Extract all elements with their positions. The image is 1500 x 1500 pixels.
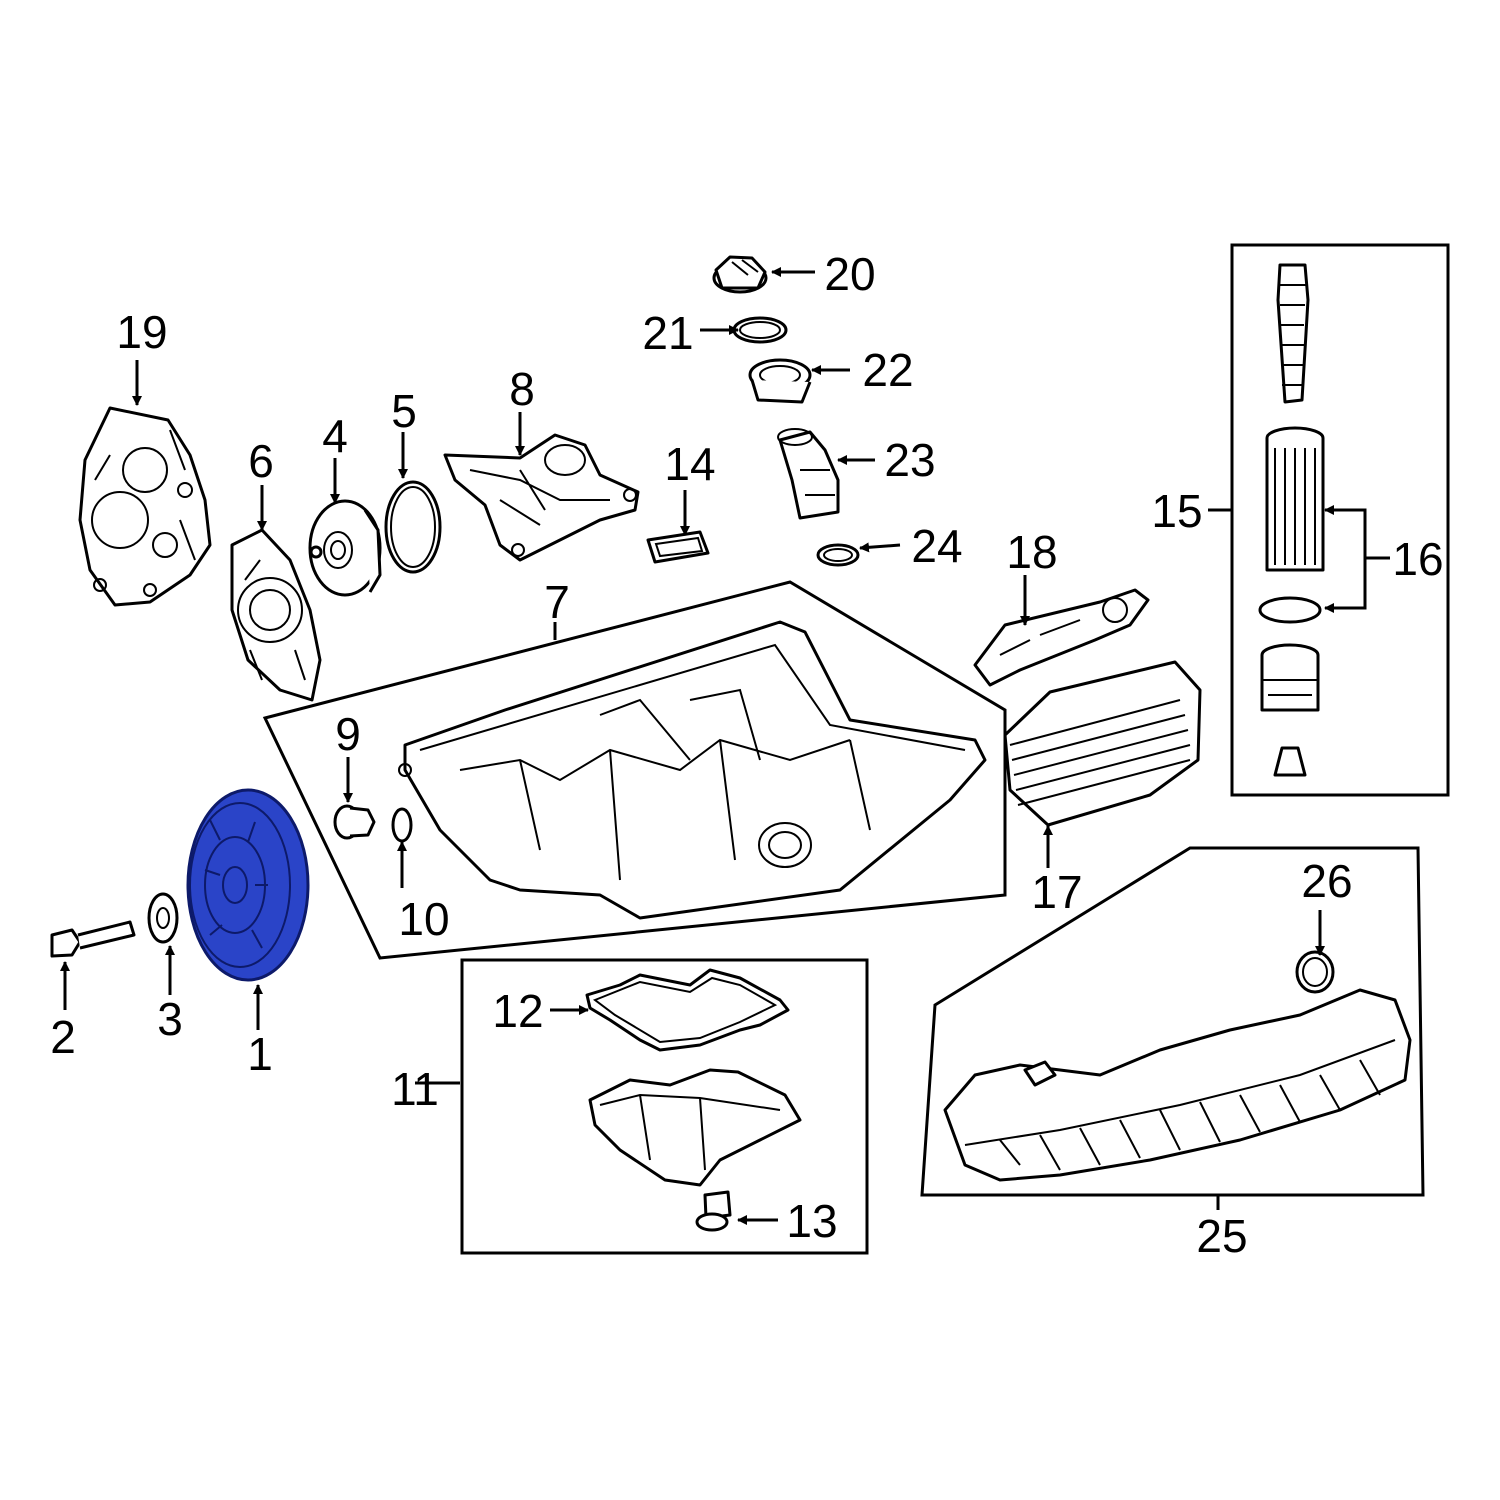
callout-2: 2 (50, 1011, 76, 1063)
callout-16: 16 (1392, 533, 1443, 585)
drain-plug-part[interactable] (333, 804, 376, 840)
callout-labels: 1 2 3 4 5 6 7 8 9 10 11 12 13 14 15 16 1… (50, 248, 1443, 1262)
callout-22: 22 (862, 344, 913, 396)
filter-housing-cap-part[interactable] (1260, 643, 1320, 712)
intake-manifold-part[interactable] (943, 988, 1412, 1182)
plug-washer-part[interactable] (391, 807, 413, 843)
callout-17: 17 (1031, 866, 1082, 918)
callout-11: 11 (391, 1063, 439, 1115)
seal-plate-part[interactable] (230, 528, 322, 702)
pump-cover-part[interactable] (308, 499, 382, 597)
callout-14: 14 (664, 438, 715, 490)
callout-7: 7 (544, 576, 570, 628)
callout-19: 19 (116, 306, 167, 358)
leader-lines (60, 267, 1390, 1225)
callout-6: 6 (248, 435, 274, 487)
intake-manifold-group-box (920, 846, 1425, 1197)
callout-21: 21 (642, 307, 693, 359)
oil-filter-group-box (1230, 243, 1450, 797)
callout-26: 26 (1301, 855, 1352, 907)
callout-3: 3 (157, 993, 183, 1045)
callout-12: 12 (492, 985, 543, 1037)
lower-oil-pan-part[interactable] (588, 1068, 802, 1187)
filler-cap-part[interactable] (712, 255, 768, 294)
oil-cooler-part[interactable] (1003, 660, 1202, 827)
callout-1: 1 (247, 1028, 273, 1080)
cap-seal-inner (739, 321, 781, 339)
callout-18: 18 (1006, 526, 1057, 578)
callout-15: 15 (1151, 485, 1202, 537)
callout-4: 4 (322, 410, 348, 462)
callout-24: 24 (911, 520, 962, 572)
tube-seal-inner (823, 548, 853, 562)
lower-drain-plug-part[interactable] (695, 1190, 732, 1232)
callout-10: 10 (398, 893, 449, 945)
filter-o-ring-part[interactable] (1258, 596, 1322, 624)
upper-oil-pan-part[interactable] (398, 620, 987, 920)
cooler-gasket-part[interactable] (973, 588, 1150, 687)
pulley-bolt-part[interactable] (50, 920, 136, 958)
lower-pan-gasket-part[interactable] (585, 968, 790, 1052)
filter-drain-valve-part[interactable] (1273, 746, 1307, 777)
callout-9: 9 (335, 708, 361, 760)
crankshaft-pulley-part[interactable] (186, 788, 310, 982)
callout-25: 25 (1196, 1210, 1247, 1262)
oil-filter-element-part[interactable] (1265, 426, 1325, 572)
filler-neck-ring-part[interactable] (748, 358, 812, 404)
callout-20: 20 (824, 248, 875, 300)
timing-cover-part[interactable] (78, 406, 212, 607)
o-ring-inner (390, 486, 436, 568)
callout-8: 8 (509, 363, 535, 415)
oil-pan-group-box (262, 580, 1007, 960)
o-ring-part[interactable] (384, 480, 442, 574)
callout-23: 23 (884, 434, 935, 486)
tube-seal-part[interactable] (816, 543, 860, 567)
callout-13: 13 (786, 1195, 837, 1247)
bracket-part[interactable] (443, 433, 640, 562)
pulley-washer-part[interactable] (147, 892, 179, 944)
filter-dipstick-part[interactable] (1276, 263, 1310, 404)
manifold-seal-part[interactable] (1295, 950, 1335, 994)
lower-pan-group-box (460, 958, 869, 1255)
callout-5: 5 (391, 385, 417, 437)
filler-tube-part[interactable] (777, 428, 840, 520)
small-gasket-part[interactable] (646, 530, 710, 564)
